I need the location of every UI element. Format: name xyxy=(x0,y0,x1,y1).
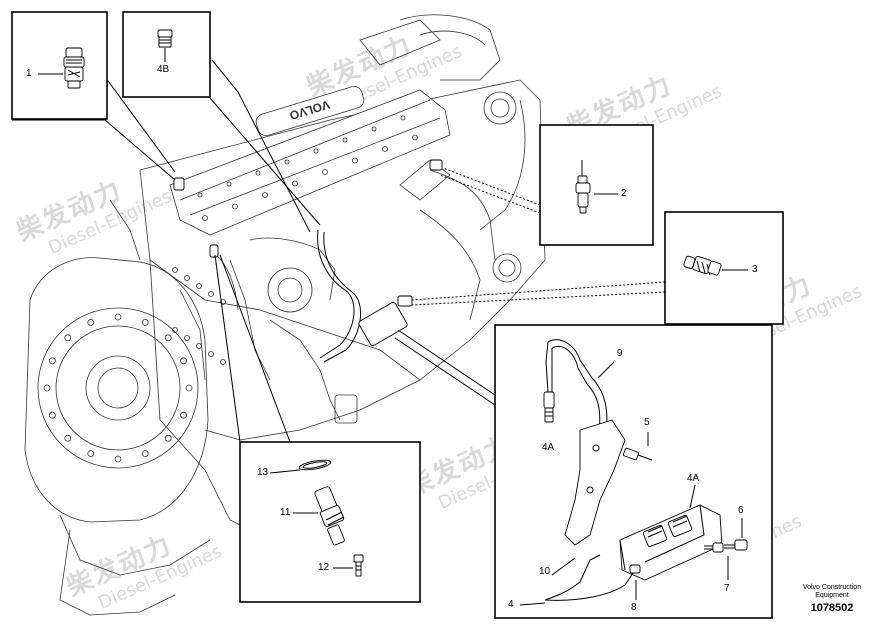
leader-9 xyxy=(597,361,615,379)
drawing-number: 1078502 xyxy=(810,602,854,614)
valve-cover-bolt xyxy=(292,180,298,187)
callout-13: 13 xyxy=(257,467,269,478)
callout-6: 6 xyxy=(738,505,744,516)
flywheel-bolt xyxy=(164,334,172,342)
valve-cover-bolt xyxy=(202,215,208,221)
valve-cover-bolt xyxy=(262,192,268,198)
block-bolt xyxy=(220,299,226,305)
valve-cover-bolt xyxy=(255,170,261,176)
flywheel-bolt xyxy=(87,450,95,457)
valve-cover-bolt xyxy=(313,148,319,154)
intake-piping xyxy=(359,14,526,321)
callout-7: 7 xyxy=(724,583,730,594)
flywheel-housing xyxy=(24,257,209,523)
callout-4: 4 xyxy=(508,599,514,610)
leader-4A-right xyxy=(689,484,696,509)
callout-8: 8 xyxy=(631,602,637,613)
leader-4 xyxy=(519,602,546,606)
control-unit-4A xyxy=(619,484,723,581)
bolt-5 xyxy=(623,432,653,461)
valve-cover-bolt xyxy=(197,192,203,198)
valve-cover-bolt xyxy=(400,115,406,121)
flywheel-bolt xyxy=(180,411,187,419)
bolt-6 xyxy=(724,518,748,551)
callout-4B: 4B xyxy=(157,64,170,75)
flywheel-bolt xyxy=(185,384,193,392)
callout-2: 2 xyxy=(621,188,627,199)
valve-cover-bolt xyxy=(382,146,388,152)
callout-10: 10 xyxy=(539,566,551,577)
callout-5: 5 xyxy=(644,417,650,428)
block-bolt xyxy=(208,291,214,297)
callout-9: 9 xyxy=(617,348,623,359)
flywheel-bolt xyxy=(43,384,51,392)
flywheel-bolt xyxy=(164,434,172,442)
flywheel-bolt xyxy=(141,450,149,457)
block-bolt xyxy=(196,343,202,349)
flywheel-bolt xyxy=(49,357,56,365)
o-ring-13 xyxy=(298,459,332,471)
valve-cover-bolt xyxy=(352,157,358,164)
block-bolt xyxy=(184,275,190,281)
callout-1: 1 xyxy=(26,68,32,79)
detail-box-2 xyxy=(539,124,654,246)
flywheel-bolt xyxy=(49,411,56,419)
flywheel-bolt xyxy=(180,357,187,365)
flywheel-bolt xyxy=(64,334,72,342)
detail-box-4B xyxy=(122,11,211,98)
sensor-11 xyxy=(314,486,345,546)
flywheel-bolt xyxy=(64,434,72,442)
block-bolt xyxy=(172,327,178,333)
sensor-11-mounted xyxy=(209,244,219,258)
leader-13 xyxy=(269,469,301,474)
callout-3: 3 xyxy=(752,264,758,275)
flywheel-bolt xyxy=(114,313,122,321)
manufacturer-label: Volvo Construction Equipment xyxy=(782,584,882,600)
valve-cover-bolt xyxy=(232,203,238,210)
leader-lines xyxy=(12,59,666,443)
valve-cover-bolt xyxy=(284,159,290,165)
flywheel-bolt xyxy=(87,319,95,326)
engine-harness xyxy=(173,159,443,363)
valve-cover: VOLVO xyxy=(169,85,451,236)
block-bolt xyxy=(184,335,190,341)
detail-box-harness xyxy=(494,324,773,619)
block-bolt xyxy=(172,267,178,273)
sensor-1-mounted xyxy=(173,177,185,191)
valve-cover-bolt xyxy=(371,126,377,132)
manufacturer-line-2: Equipment xyxy=(815,592,849,599)
leader-10 xyxy=(551,557,576,576)
callout-4A-left: 4A xyxy=(542,442,555,453)
block-bolt xyxy=(220,359,226,365)
plug-4B xyxy=(157,29,173,48)
valve-cover-bolt xyxy=(342,137,348,143)
engine-front-details xyxy=(109,199,358,424)
mounting-bracket xyxy=(564,419,626,546)
valve-cover-bolt xyxy=(226,181,232,187)
temperature-sensor-2 xyxy=(575,160,591,214)
flywheel-bolt xyxy=(114,455,122,463)
detail-box-11-12-13 xyxy=(239,441,421,603)
pressure-sensor-1 xyxy=(63,47,85,89)
manufacturer-line-1: Volvo Construction xyxy=(802,584,862,591)
sensor-2-mounted xyxy=(429,159,443,171)
block-bolt xyxy=(208,351,214,357)
valve-cover-bolt xyxy=(412,134,418,141)
bolt-7 xyxy=(704,542,729,580)
detail-box-3 xyxy=(664,211,784,325)
engine-illustration: VOLVO xyxy=(24,14,546,616)
block-bolt xyxy=(196,283,202,289)
flywheel-bolt xyxy=(141,319,149,326)
sensor-3-mounted xyxy=(397,295,413,307)
callout-12: 12 xyxy=(318,562,330,573)
detail-box-1 xyxy=(11,11,108,120)
harness-4 xyxy=(519,554,641,606)
valve-cover-bolt xyxy=(322,169,328,175)
pressure-sensor-3 xyxy=(683,255,722,276)
callout-11: 11 xyxy=(280,507,291,518)
callout-4A-right: 4A xyxy=(687,473,700,484)
screw-12 xyxy=(353,554,364,577)
